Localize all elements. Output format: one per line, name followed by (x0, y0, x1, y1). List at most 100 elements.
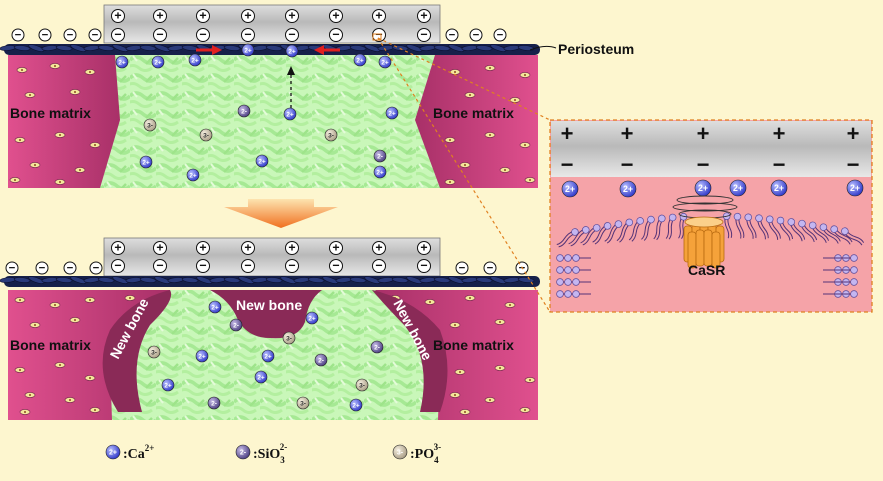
plus-sign: + (114, 9, 121, 23)
bone-cell-nucleus (19, 299, 21, 301)
plus-sign: + (375, 9, 382, 23)
minus-sign: − (244, 259, 251, 273)
lipid-head (582, 226, 590, 234)
plus-sign-bg (329, 9, 343, 23)
bone-cell-nucleus (54, 65, 56, 67)
bone-cell-nucleus (469, 94, 471, 96)
periosteum-fiber (448, 44, 465, 52)
plus-sign-bg (196, 9, 210, 23)
ca-ion (255, 154, 269, 168)
lipid-tail (811, 226, 827, 243)
bone-cell-nucleus (74, 91, 76, 93)
lipid-tail (746, 217, 754, 239)
arrow-left-head (314, 45, 324, 55)
periosteum-fiber (433, 45, 451, 51)
plus-sign-bg (285, 241, 299, 255)
ca-ion-label: 2+ (733, 183, 743, 193)
bone-cell-nucleus (79, 169, 81, 171)
po4-ion-label: 3- (359, 382, 365, 389)
bone-cell-nucleus (59, 134, 61, 136)
lipid-tail (628, 219, 640, 241)
lipid-head (603, 222, 612, 230)
new-bone-right (372, 290, 448, 412)
bone-cell-nucleus (524, 144, 526, 146)
po4-ion-label: 3- (328, 132, 334, 139)
minus-sign-bg (285, 259, 299, 273)
periosteum-minus-sign-bg (455, 261, 469, 275)
bone-cell-nucleus (504, 169, 506, 171)
periosteum-fiber (28, 44, 45, 52)
sio3-ion (370, 340, 384, 354)
bone-cell-nucleus (94, 144, 96, 146)
lipid-head (564, 290, 572, 298)
lipid-tail (789, 222, 803, 242)
coil-2 (672, 202, 738, 212)
lipid (776, 216, 794, 241)
periosteum-minus-sign-bg (493, 28, 507, 42)
periosteum-minus-sign: − (92, 29, 99, 41)
bone-cell-nucleus (59, 181, 61, 183)
periosteum-fiber (223, 277, 241, 283)
bone-cell-nucleus (21, 69, 23, 71)
ca-ion (353, 53, 367, 67)
periosteum-fiber (490, 276, 507, 284)
sio3-ion-label: 2- (318, 357, 324, 364)
bone-matrix-label-bottom-right: Bone matrix (433, 337, 514, 353)
lipid (592, 222, 612, 245)
plus-sign-bg (372, 9, 386, 23)
periosteum-fiber (28, 276, 45, 284)
ca-ion (139, 155, 153, 169)
minus-sign-bg (241, 28, 255, 42)
lipid-head (841, 227, 849, 235)
plus-sign: + (420, 9, 427, 23)
periosteum-minus-sign-bg (88, 28, 102, 42)
lipid-head (572, 266, 580, 274)
lipid (678, 213, 688, 240)
ca-ion (186, 168, 200, 182)
lipid-tail (556, 230, 575, 246)
svg-text::PO43-: :PO43- (410, 442, 441, 465)
plus-sign: + (244, 9, 251, 23)
minus-sign-bg (153, 259, 167, 273)
svg-text:2+: 2+ (109, 450, 117, 457)
plus-sign: + (332, 241, 339, 255)
lipid (841, 227, 865, 246)
down-arrow (224, 199, 338, 228)
ca-ion (188, 53, 202, 67)
periosteum-minus-sign: − (487, 262, 494, 274)
lipid (628, 217, 644, 242)
new-bone-label-middle: New bone (236, 297, 302, 313)
lipid-tail (665, 216, 672, 239)
minus-sign: − (420, 28, 427, 42)
minus-sign-bg (285, 28, 299, 42)
periosteum-fiber (475, 277, 493, 283)
lipid-head (850, 266, 858, 274)
ca-ion-label: 2+ (118, 59, 126, 66)
bone-cell-nucleus (514, 99, 516, 101)
plus-sign-bg (241, 241, 255, 255)
zoom-border (549, 119, 873, 313)
lipid-head (787, 218, 796, 226)
bone-cell-nucleus (34, 324, 36, 326)
bone-cell-nucleus (489, 134, 491, 136)
svg-text:2-: 2- (240, 450, 247, 457)
minus-sign: − (375, 259, 382, 273)
lipid-tail (757, 218, 766, 240)
zoom-source-box (372, 33, 382, 41)
ca-ion (373, 165, 387, 179)
sio3-ion-label: 2- (374, 344, 380, 351)
plus-sign-bg (285, 9, 299, 23)
ca-ion-label: 2+ (565, 184, 575, 194)
ca-ion-label: 2+ (352, 402, 360, 409)
sio3-ion (237, 104, 251, 118)
po4-ion (282, 331, 296, 345)
ca-ion (151, 55, 165, 69)
periosteum-fiber (391, 277, 409, 283)
legend: 2+ :Ca2+ 2- :SiO32- 3- :PO43- (105, 442, 441, 465)
lipid-tail (724, 216, 730, 239)
ca-ion (846, 179, 864, 197)
periosteum-minus-sign: − (459, 262, 466, 274)
lipid-head (647, 215, 655, 224)
ca-ion (385, 106, 399, 120)
bone-cell-nucleus (29, 94, 31, 96)
